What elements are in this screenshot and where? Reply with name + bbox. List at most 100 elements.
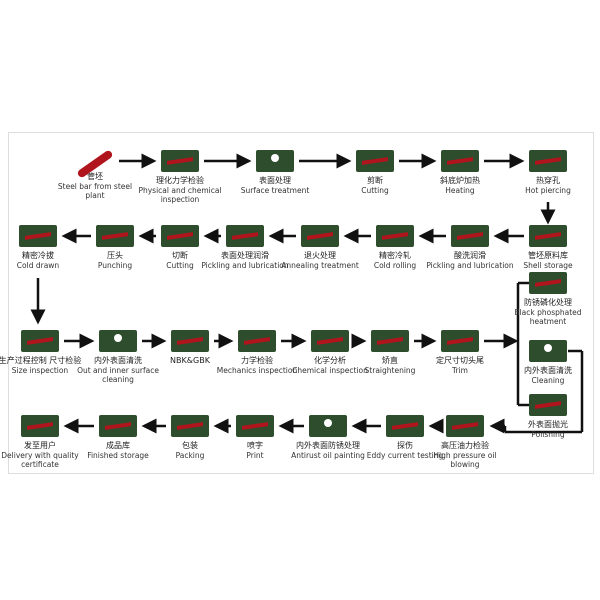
surface-treatment-icon — [256, 150, 294, 172]
step-label-chinese: 管坯原料库 — [528, 251, 568, 260]
step-label-chinese: 压头 — [107, 251, 123, 260]
straightening-icon — [371, 330, 409, 352]
phosphating-icon — [529, 272, 567, 294]
step-label-chinese: 防锈磷化处理 — [524, 298, 572, 307]
finished-storage-icon — [99, 415, 137, 437]
step-label-english: Shell storage — [523, 261, 573, 270]
step-label-chinese: 斜底炉加热 — [440, 176, 480, 185]
punching-icon — [96, 225, 134, 247]
step-label-english: Pickling and lubrication — [426, 261, 514, 270]
step-label-english: Heating — [445, 186, 475, 195]
polishing-icon — [529, 394, 567, 416]
step-label-english: Black phosphated heatment — [514, 308, 582, 326]
step-label-chinese: 切断 — [172, 251, 188, 260]
nbk-gbk-icon — [171, 330, 209, 352]
process-step: NBK&GBK — [145, 330, 235, 366]
step-label-english: Mechanics inspection — [216, 366, 298, 375]
step-label-chinese: 喷字 — [247, 441, 263, 450]
step-label-chinese: 管坯 — [87, 172, 103, 181]
inspection-icon — [161, 150, 199, 172]
step-label-english: Annealing treatment — [281, 261, 359, 270]
step-label-chinese: 内外表面清洗 — [524, 366, 572, 375]
packing-icon — [171, 415, 209, 437]
step-label-english: Print — [246, 451, 264, 460]
cold-drawn-icon — [19, 225, 57, 247]
step-label-english: Cold rolling — [373, 261, 417, 270]
step-label-english: Out and inner surface cleaning — [77, 366, 159, 384]
furnace-icon — [441, 150, 479, 172]
step-label-english: Trim — [452, 366, 468, 375]
step-label-english: Chemical inspection — [292, 366, 368, 375]
step-label-chinese: 化学分析 — [314, 356, 346, 365]
pickling-icon — [451, 225, 489, 247]
cleaning-icon — [99, 330, 137, 352]
diagram-frame — [8, 132, 594, 474]
step-label-english: High pressure oil blowing — [433, 451, 497, 469]
step-label-chinese: NBK&GBK — [170, 356, 210, 365]
pickling-icon — [226, 225, 264, 247]
cutting-icon — [356, 150, 394, 172]
print-icon — [236, 415, 274, 437]
eddy-current-icon — [386, 415, 424, 437]
step-label-english: Cutting — [166, 261, 194, 270]
step-label-english: Polishing — [531, 430, 565, 439]
cleaning-icon — [529, 340, 567, 362]
step-label-chinese: 剪断 — [367, 176, 383, 185]
trim-icon — [441, 330, 479, 352]
step-label-chinese: 精密冷拔 — [22, 251, 54, 260]
step-label-chinese: 定尺寸切头尾 — [436, 356, 484, 365]
step-label-english: Size inspection — [11, 366, 69, 375]
step-label-english: Physical and chemical inspection — [138, 186, 222, 204]
step-label-chinese: 精密冷轧 — [379, 251, 411, 260]
step-label-english: Delivery with quality certificate — [1, 451, 79, 469]
step-label-english: Packing — [175, 451, 205, 460]
delivery-icon — [21, 415, 59, 437]
step-label-chinese: 力学检验 — [241, 356, 273, 365]
step-label-english: Straightening — [364, 366, 416, 375]
chemical-icon — [311, 330, 349, 352]
oil-blowing-icon — [446, 415, 484, 437]
step-label-chinese: 理化力学检验 — [156, 176, 204, 185]
size-inspection-icon — [21, 330, 59, 352]
piercing-icon — [529, 150, 567, 172]
step-label-english: Finished storage — [87, 451, 149, 460]
step-label-chinese: 成品库 — [106, 441, 130, 450]
mechanics-icon — [238, 330, 276, 352]
step-label-chinese: 高压油力检验 — [441, 441, 489, 450]
step-label-chinese: 发至用户 — [24, 441, 56, 450]
step-label-chinese: 酸洗润滑 — [454, 251, 486, 260]
step-label-english: Steel bar from steel plant — [57, 182, 133, 200]
step-label-chinese: 矫直 — [382, 356, 398, 365]
step-label-chinese: 外表面抛光 — [528, 420, 568, 429]
step-label-chinese: 退火处理 — [304, 251, 336, 260]
step-label-english: Surface treatment — [240, 186, 310, 195]
step-label-chinese: 热穿孔 — [536, 176, 560, 185]
